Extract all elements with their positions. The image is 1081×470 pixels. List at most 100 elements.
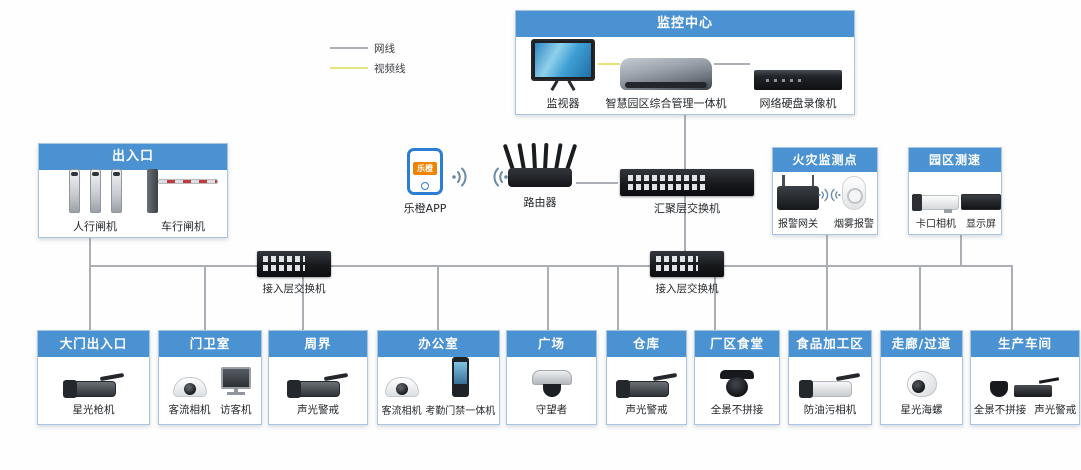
multi-lens-camera-icon <box>531 370 572 397</box>
drop-workshop <box>1011 265 1013 330</box>
aggregation-switch-label: 汇聚层交换机 <box>654 202 720 215</box>
zone-title: 办公室 <box>378 331 499 357</box>
eyeball-camera-icon <box>906 371 937 397</box>
device-label: 智慧园区综合管理一体机 <box>605 97 727 110</box>
switch-ports <box>656 256 698 262</box>
drop-corridor <box>919 267 921 330</box>
device-label: 考勤门禁一体机 <box>425 406 496 417</box>
zone-box-plaza: 广场 守望者 <box>506 330 597 425</box>
switch-ports <box>263 256 305 262</box>
zone-title: 大门出入口 <box>38 331 149 357</box>
drop-plaza <box>547 267 549 330</box>
wifi-signal-icon <box>493 167 508 187</box>
zone-title: 食品加工区 <box>789 331 871 357</box>
bus-line <box>90 265 1012 267</box>
device-monitor: 监视器 <box>523 39 603 111</box>
zone-box-perimeter: 周界 声光警戒 <box>268 330 368 425</box>
device-panorama-camera: 全景不拼接 <box>711 370 763 417</box>
zone-title: 门卫室 <box>159 331 261 357</box>
entrance-box: 出入口 人行闸机 车行闸机 <box>38 143 228 238</box>
zone-title: 生产车间 <box>971 331 1079 357</box>
device-alarm-gateway: 报警网关 <box>775 174 821 230</box>
app-label: 乐橙APP <box>403 202 447 215</box>
zone-box-canteen: 厂区食堂 全景不拼接 <box>694 330 780 425</box>
wifi-signal-icon <box>830 188 841 202</box>
drop-fire-to-food-processing <box>826 235 828 330</box>
legend-video-label: 视频线 <box>374 63 406 75</box>
device-attendance-panel: 考勤门禁一体机 <box>425 357 495 417</box>
device-visitor-terminal: 访客机 <box>220 367 252 417</box>
zone-title: 仓库 <box>607 331 686 357</box>
legend-net-label: 网线 <box>374 43 395 55</box>
device-mobile-app: 乐橙 乐橙APP <box>388 148 462 216</box>
device-oilproof-camera: 防油污相机 <box>799 380 860 417</box>
app-logo: 乐橙 <box>413 162 437 175</box>
bullet-camera-icon <box>799 380 852 398</box>
legend-net-line <box>330 47 368 49</box>
router-label: 路由器 <box>523 196 557 209</box>
zone-box-guard-room: 门卫室 客流相机 访客机 <box>158 330 262 425</box>
bullet-camera-icon <box>287 380 340 398</box>
turnstile-icon <box>68 169 122 213</box>
device-checkpoint-camera: 卡口相机 <box>911 174 961 230</box>
device-flow-camera: 客流相机 <box>169 377 211 417</box>
smoke-detector-icon <box>842 176 866 210</box>
zone-title: 周界 <box>269 331 367 357</box>
device-flow-camera: 客流相机 <box>382 377 422 417</box>
drop-canteen <box>714 277 716 330</box>
park-speed-box: 园区测速 卡口相机 显示屏 <box>908 147 1002 235</box>
device-starlight-bullet: 星光枪机 <box>62 380 124 417</box>
device-nvr: 网络硬盘录像机 <box>750 39 846 111</box>
drop-office <box>437 267 439 330</box>
zone-box-warehouse: 仓库 声光警戒 <box>606 330 687 425</box>
display-screen-icon <box>961 194 1001 210</box>
drop-perimeter <box>302 277 304 330</box>
bullet-camera-icon <box>62 380 116 398</box>
switch-ports <box>628 184 706 190</box>
device-label: 网络硬盘录像机 <box>759 97 837 110</box>
zone-box-office: 办公室 客流相机 考勤门禁一体机 <box>377 330 500 425</box>
alarm-gateway-icon <box>777 175 819 210</box>
device-label: 声光警戒 <box>1034 404 1077 416</box>
link-aggregation-to-access-right <box>684 196 686 251</box>
aggregation-switch-icon <box>620 169 754 196</box>
device-label: 防油污相机 <box>803 404 857 416</box>
device-label: 守望者 <box>535 404 568 416</box>
device-label: 星光枪机 <box>72 404 115 416</box>
fire-monitoring-box: 火灾监测点 报警网关 烟雾报警 <box>772 147 878 235</box>
monitor-stand <box>546 81 580 90</box>
access-switch-right-label: 接入层交换机 <box>655 283 719 295</box>
video-link-monitor-mgmt <box>598 63 620 65</box>
device-smoke-alarm: 烟雾报警 <box>831 174 877 230</box>
device-warning-camera: 声光警戒 <box>615 380 677 417</box>
zone-box-workshop: 生产车间 全景不拼接 声光警戒 <box>970 330 1080 425</box>
access-switch-left-label: 接入层交换机 <box>262 283 326 295</box>
link-center-to-aggregation <box>684 115 686 169</box>
legend-video-line <box>330 67 368 69</box>
monitoring-center-title: 监控中心 <box>516 11 854 37</box>
device-label: 声光警戒 <box>297 404 339 416</box>
router-icon <box>502 142 578 189</box>
device-label: 监视器 <box>546 97 580 110</box>
link-speed-to-bus <box>960 235 962 265</box>
device-label: 星光海螺 <box>900 404 943 416</box>
zone-box-main-gate: 大门出入口 星光枪机 <box>37 330 150 425</box>
drop-entrance-main-gate <box>89 238 91 330</box>
device-watcher-camera: 守望者 <box>531 370 572 417</box>
device-eyeball-camera: 星光海螺 <box>901 371 943 417</box>
zone-title: 厂区食堂 <box>695 331 779 357</box>
zone-box-food-processing: 食品加工区 防油污相机 <box>788 330 872 425</box>
monitor-screen <box>535 43 591 77</box>
net-link-mgmt-nvr <box>714 63 750 65</box>
nvr-icon <box>754 70 842 90</box>
monitor-icon <box>531 39 595 81</box>
device-pedestrian-gate: 人行闸机 <box>49 169 141 234</box>
device-label: 卡口相机 <box>916 219 956 230</box>
checkpoint-camera-icon <box>912 194 959 213</box>
switch-ports <box>263 265 305 271</box>
device-vehicle-gate: 车行闸机 <box>143 169 223 234</box>
device-label: 烟雾报警 <box>834 219 874 230</box>
device-display-screen: 显示屏 <box>961 174 1001 230</box>
barrier-gate-icon <box>145 169 221 213</box>
phone-icon: 乐橙 <box>407 148 443 195</box>
